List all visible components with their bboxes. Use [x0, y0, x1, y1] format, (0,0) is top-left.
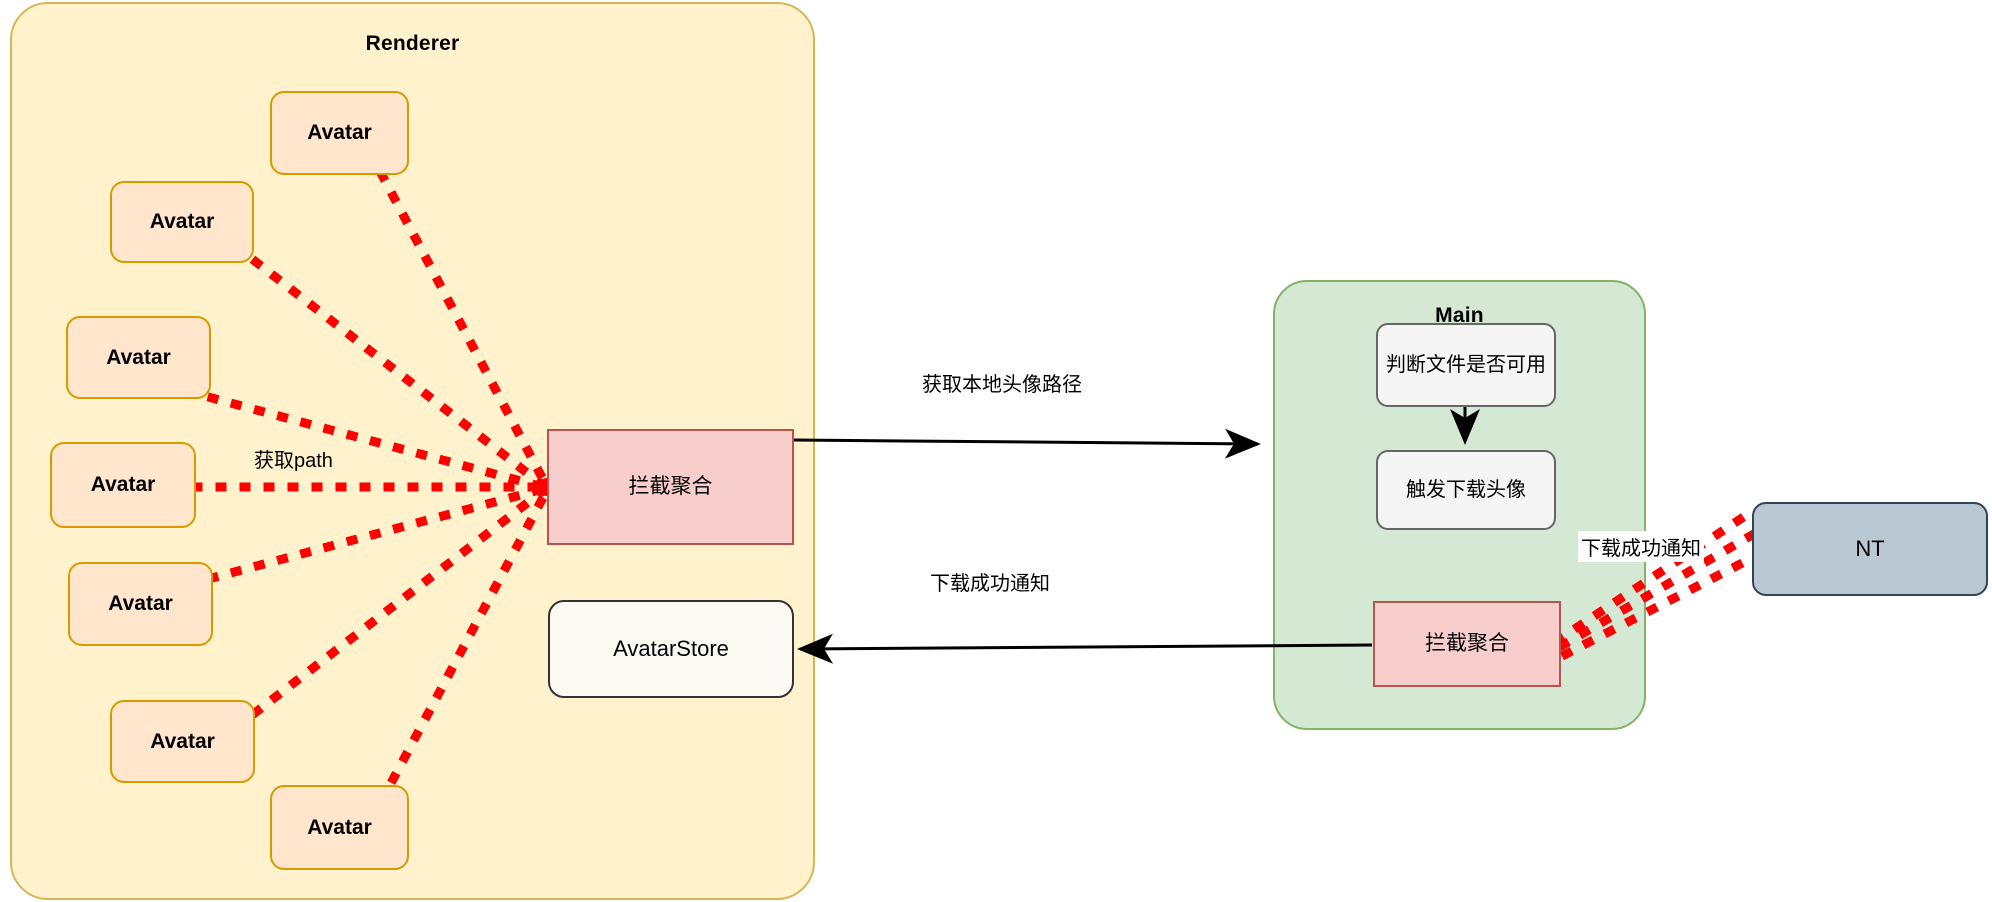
avatar-label: Avatar: [108, 592, 173, 616]
avatar-store-node[interactable]: AvatarStore: [548, 600, 794, 698]
main-title: Main: [1435, 304, 1484, 327]
avatar-node-7[interactable]: Avatar: [270, 785, 409, 870]
edge-get-local-avatar-path: [793, 428, 1261, 459]
avatar-node-3[interactable]: Avatar: [66, 316, 211, 399]
renderer-title: Renderer: [365, 32, 460, 55]
edge-label-get-local-avatar-path: 获取本地头像路径: [922, 374, 1082, 396]
nt-label: NT: [1855, 535, 1885, 561]
check-file-available-label: 判断文件是否可用: [1386, 353, 1546, 376]
avatar-store-label: AvatarStore: [613, 635, 729, 661]
avatar-label: Avatar: [150, 729, 215, 753]
avatar-node-1[interactable]: Avatar: [270, 91, 409, 175]
avatar-label: Avatar: [106, 345, 171, 369]
check-file-available-node[interactable]: 判断文件是否可用: [1376, 323, 1556, 407]
avatar-node-2[interactable]: Avatar: [110, 181, 254, 263]
renderer-intercept-label: 拦截聚合: [628, 475, 713, 499]
avatar-label: Avatar: [149, 210, 215, 234]
avatar-node-4[interactable]: Avatar: [50, 442, 196, 528]
avatar-label: Avatar: [307, 815, 372, 839]
avatar-node-5[interactable]: Avatar: [68, 562, 213, 646]
renderer-intercept-node[interactable]: 拦截聚合: [547, 429, 794, 545]
edge-label-download-success-notify: 下载成功通知: [930, 573, 1050, 595]
trigger-download-avatar-node[interactable]: 触发下载头像: [1376, 450, 1556, 530]
nt-node[interactable]: NT: [1752, 502, 1988, 596]
avatar-node-6[interactable]: Avatar: [110, 700, 255, 783]
edge-label-download-success-notify-nt: 下载成功通知: [1578, 531, 1704, 562]
avatar-label: Avatar: [90, 473, 156, 497]
avatar-label: Avatar: [307, 121, 372, 145]
main-intercept-node[interactable]: 拦截聚合: [1373, 601, 1561, 687]
trigger-download-avatar-label: 触发下载头像: [1406, 478, 1526, 501]
edge-label-get-path: 获取path: [254, 450, 333, 472]
main-intercept-label: 拦截聚合: [1425, 632, 1509, 656]
